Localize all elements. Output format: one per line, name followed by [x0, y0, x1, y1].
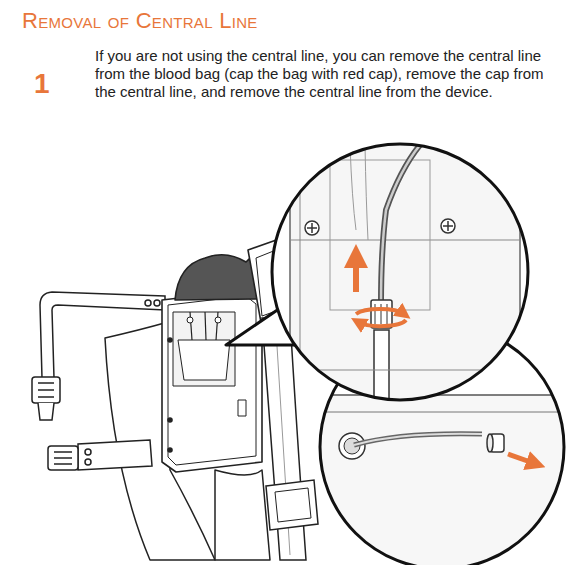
detail-callout-part-part	[290, 240, 520, 241]
device-housing-part	[187, 317, 193, 323]
lower-strap-part	[54, 457, 72, 459]
detail-callout-part-part	[300, 412, 580, 413]
upper-strap-part	[145, 300, 151, 306]
upper-strap-part	[38, 389, 54, 391]
detail-callout-part-part	[318, 412, 319, 565]
device-housing-part	[178, 340, 230, 380]
detail-callout-part	[290, 140, 520, 410]
device-housing-part	[216, 312, 218, 340]
page-heading: Removal of Central Line	[22, 8, 258, 34]
lower-strap	[48, 440, 152, 470]
detail-callout-part-part	[300, 140, 301, 410]
detail-callout-part-part	[365, 145, 368, 240]
detail-callout-part-part	[387, 304, 388, 324]
device-housing-part	[162, 290, 262, 472]
device-housing-part	[168, 448, 172, 452]
detail-callout-part-part	[350, 145, 356, 230]
detail-callout-part-part	[381, 145, 420, 304]
detail-callout-part-part	[356, 309, 404, 314]
lower-strap-part	[78, 440, 152, 470]
device-housing-part	[205, 312, 206, 340]
side-hose-part	[275, 488, 311, 522]
detail-callout-part-part	[300, 370, 520, 371]
detail-callout-part-part	[311, 223, 313, 233]
lower-strap-part	[54, 463, 72, 465]
detail-callout-part-part	[305, 221, 319, 235]
device-housing-part	[173, 312, 235, 386]
step-number: 1	[34, 68, 50, 100]
side-hose-part	[266, 480, 318, 530]
vest-body-part	[215, 470, 270, 560]
upper-strap-part	[40, 292, 165, 378]
detail-callout-part-part	[441, 219, 455, 233]
lower-strap-part	[54, 451, 72, 453]
upper-strap-part	[38, 403, 54, 420]
detail-callout-part-part	[339, 433, 365, 459]
device-housing-part	[238, 400, 246, 416]
detail-callout-part-part	[375, 304, 376, 324]
lower-strap-part	[85, 459, 91, 465]
detail-callout-part-part	[508, 454, 536, 464]
detail-callout-part	[300, 395, 580, 565]
detail-callout-part-part	[487, 434, 493, 452]
detail-callout-part	[272, 144, 528, 400]
detail-callout-part-part	[353, 256, 359, 292]
detail-callout	[272, 140, 528, 410]
device-housing-part	[168, 418, 172, 422]
detail-callout-part-part	[290, 140, 520, 410]
detail-callout-part-part	[300, 395, 580, 565]
upper-strap-part	[32, 377, 60, 403]
detail-callout-part-part	[381, 145, 420, 304]
detail-callout-part-part	[358, 320, 406, 326]
instruction-text: If you are not using the central line, y…	[95, 47, 545, 101]
detail-callout-part-part	[381, 304, 382, 324]
upper-strap-part	[38, 396, 54, 398]
lower-strap-part	[85, 449, 91, 455]
device-housing-part	[190, 312, 192, 340]
upper-strap-part	[154, 300, 160, 306]
device-housing-part	[215, 317, 221, 323]
upper-strap	[32, 292, 165, 420]
detail-callout-part-part	[447, 221, 449, 231]
upper-strap-part	[38, 382, 54, 384]
detail-callout-part-part	[354, 434, 482, 445]
device-housing-part	[168, 296, 256, 465]
detail-callout-part-part	[354, 434, 482, 445]
lower-strap-part	[48, 446, 78, 470]
device-housing-part	[168, 338, 172, 342]
